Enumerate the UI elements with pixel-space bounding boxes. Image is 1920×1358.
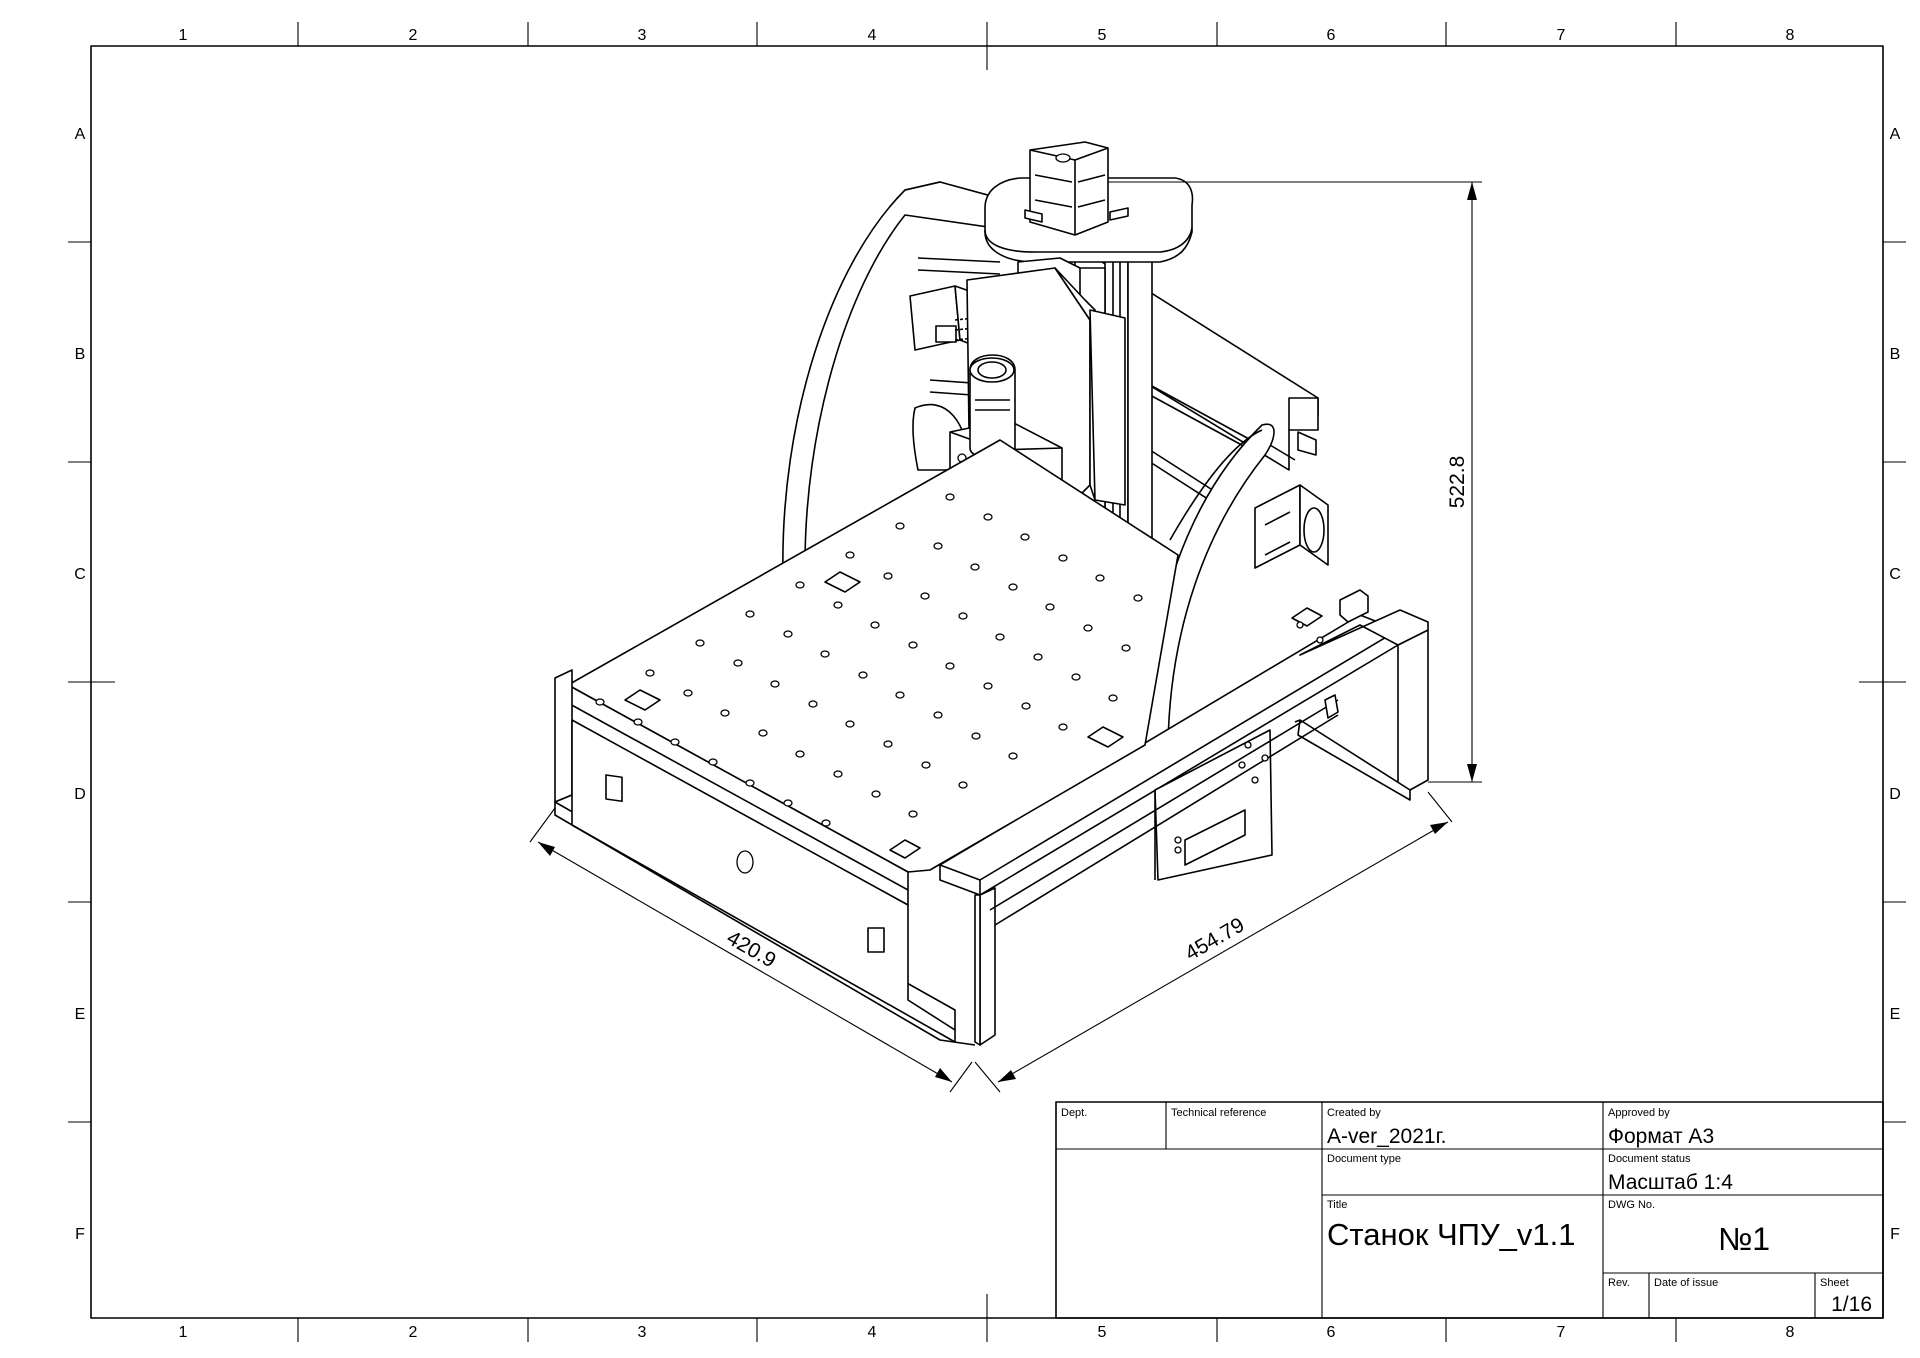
col-label-6-bottom: 6: [1327, 1324, 1336, 1341]
under-table-slide: [989, 694, 1339, 926]
approved-by-label: Approved by: [1608, 1107, 1670, 1119]
title-value: Станок ЧПУ_v1.1: [1327, 1217, 1575, 1252]
col-label-1: 1: [179, 27, 188, 44]
document-type-label: Document type: [1327, 1153, 1401, 1165]
dept-label: Dept.: [1061, 1107, 1087, 1119]
bed-holes: [595, 493, 1143, 827]
technical-reference-label: Technical reference: [1171, 1107, 1266, 1119]
col-label-3: 3: [638, 27, 647, 44]
col-label-7-bottom: 7: [1557, 1324, 1566, 1341]
sheet-label: Sheet: [1820, 1277, 1849, 1289]
row-label-f: F: [75, 1226, 85, 1243]
rear-right-leg: [1294, 719, 1411, 801]
row-label-a: A: [75, 126, 86, 143]
col-label-6: 6: [1327, 27, 1336, 44]
frame-side-holes: [1244, 621, 1324, 762]
row-label-a-right: A: [1890, 126, 1901, 143]
col-label-4: 4: [868, 27, 877, 44]
front-right-frame: [939, 589, 1429, 1046]
dimension-height: 522.8: [1108, 181, 1482, 783]
bed-table: [567, 439, 1179, 906]
created-by-value: A-ver_2021г.: [1327, 1125, 1447, 1148]
col-label-7: 7: [1557, 27, 1566, 44]
row-ticks: [68, 241, 1906, 1123]
sheet-value: 1/16: [1831, 1293, 1872, 1316]
created-by-label: Created by: [1327, 1107, 1381, 1119]
col-label-1-bottom: 1: [179, 1324, 188, 1341]
col-label-8: 8: [1786, 27, 1795, 44]
approved-by-value: Формат А3: [1608, 1125, 1714, 1148]
column-ticks: [297, 22, 1677, 1342]
title-label: Title: [1327, 1199, 1347, 1211]
row-label-e: E: [75, 1006, 86, 1023]
column-labels-top: 1 2 3 4 5 6 7 8: [179, 27, 1795, 44]
right-stepper-motor: [1254, 484, 1329, 569]
row-labels-right: A B C D E F: [1889, 126, 1901, 1243]
col-label-5-bottom: 5: [1098, 1324, 1107, 1341]
dwg-no-label: DWG No.: [1608, 1199, 1655, 1211]
row-label-f-right: F: [1890, 1226, 1900, 1243]
row-label-c: C: [74, 566, 86, 583]
row-label-b-right: B: [1890, 346, 1901, 363]
row-label-d: D: [74, 786, 86, 803]
row-labels-left: A B C D E F: [74, 126, 86, 1243]
col-label-3-bottom: 3: [638, 1324, 647, 1341]
document-status-label: Document status: [1608, 1153, 1691, 1165]
date-of-issue-label: Date of issue: [1654, 1277, 1718, 1289]
col-label-4-bottom: 4: [868, 1324, 877, 1341]
title-block: Dept. Technical reference Created by A-v…: [1055, 1101, 1884, 1319]
col-label-2-bottom: 2: [409, 1324, 418, 1341]
front-left-frame: [554, 669, 976, 1046]
col-label-2: 2: [409, 27, 418, 44]
row-label-d-right: D: [1889, 786, 1901, 803]
document-status-value: Масштаб 1:4: [1608, 1171, 1733, 1194]
width-dimension-label: 454.79: [1181, 913, 1248, 965]
col-label-8-bottom: 8: [1786, 1324, 1795, 1341]
dwg-no-value: №1: [1718, 1221, 1770, 1257]
row-label-c-right: C: [1889, 566, 1901, 583]
column-labels-bottom: 1 2 3 4 5 6 7 8: [179, 1324, 1795, 1341]
rev-label: Rev.: [1608, 1277, 1630, 1289]
row-label-e-right: E: [1890, 1006, 1901, 1023]
top-motor-plate: [984, 141, 1194, 263]
row-label-b: B: [75, 346, 86, 363]
cnc-machine-drawing: [554, 141, 1429, 1046]
height-dimension-label: 522.8: [1446, 456, 1469, 509]
col-label-5: 5: [1098, 27, 1107, 44]
